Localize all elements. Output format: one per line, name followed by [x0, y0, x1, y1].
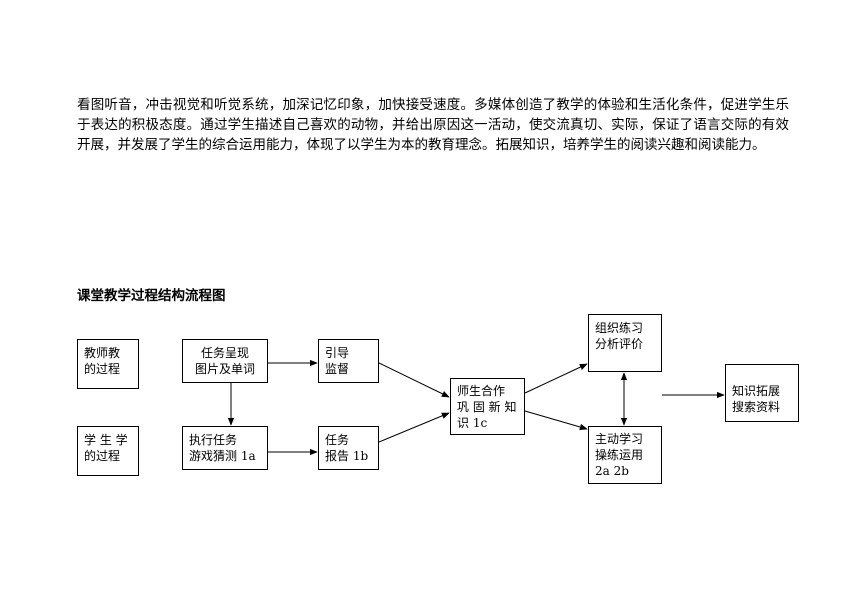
node-text: 学 生 学	[84, 433, 128, 447]
node-text: 任务	[325, 433, 350, 447]
node-text: 主动学习	[595, 432, 644, 446]
node-text: 搜索资料	[732, 400, 781, 414]
node-active: 主动学习 操练运用 2a 2b	[588, 426, 662, 484]
node-text: 执行任务	[189, 433, 238, 447]
node-text: 教师教	[84, 346, 121, 360]
node-text: 的过程	[84, 362, 121, 376]
node-text: 组织练习	[595, 321, 644, 335]
node-expand: 知识拓展 搜索资料	[725, 364, 799, 422]
node-text: 知识拓展	[732, 384, 781, 398]
node-text: 游戏猜测 1a	[189, 449, 256, 463]
node-text: 分析评价	[595, 337, 644, 351]
arrow-cooperate-to-active	[524, 410, 588, 431]
node-text: 图片及单词	[194, 362, 255, 376]
node-text: 的过程	[84, 449, 121, 463]
arrow-report-to-cooperate	[378, 412, 450, 443]
node-text: 师生合作	[457, 384, 506, 398]
node-text: 操练运用	[595, 448, 644, 462]
node-text: 引导	[325, 346, 350, 360]
node-text: 任务呈现	[200, 346, 249, 360]
node-task-present: 任务呈现 图片及单词	[182, 339, 268, 383]
description-paragraph: 看图听音，冲击视觉和听觉系统，加深记忆印象，加快接受速度。多媒体创造了教学的体验…	[77, 97, 789, 153]
node-task-exec: 执行任务 游戏猜测 1a	[182, 426, 268, 470]
node-text: 报告 1b	[325, 449, 369, 463]
node-teacher-process: 教师教 的过程	[77, 339, 139, 389]
node-cooperate: 师生合作 巩 固 新 知 识 1c	[450, 378, 525, 435]
node-text: 2a 2b	[595, 464, 629, 478]
diagram-title: 课堂教学过程结构流程图	[77, 288, 226, 304]
node-organize: 组织练习 分析评价	[588, 314, 662, 372]
arrow-cooperate-to-organize	[524, 363, 588, 394]
node-text: 监督	[325, 362, 350, 376]
node-guide: 引导 监督	[318, 339, 379, 383]
node-report: 任务 报告 1b	[318, 426, 379, 470]
arrow-guide-to-cooperate	[378, 362, 450, 398]
node-text: 巩 固 新 知	[457, 400, 517, 414]
node-student-process: 学 生 学 的过程	[77, 426, 139, 476]
node-text: 识 1c	[457, 416, 488, 430]
